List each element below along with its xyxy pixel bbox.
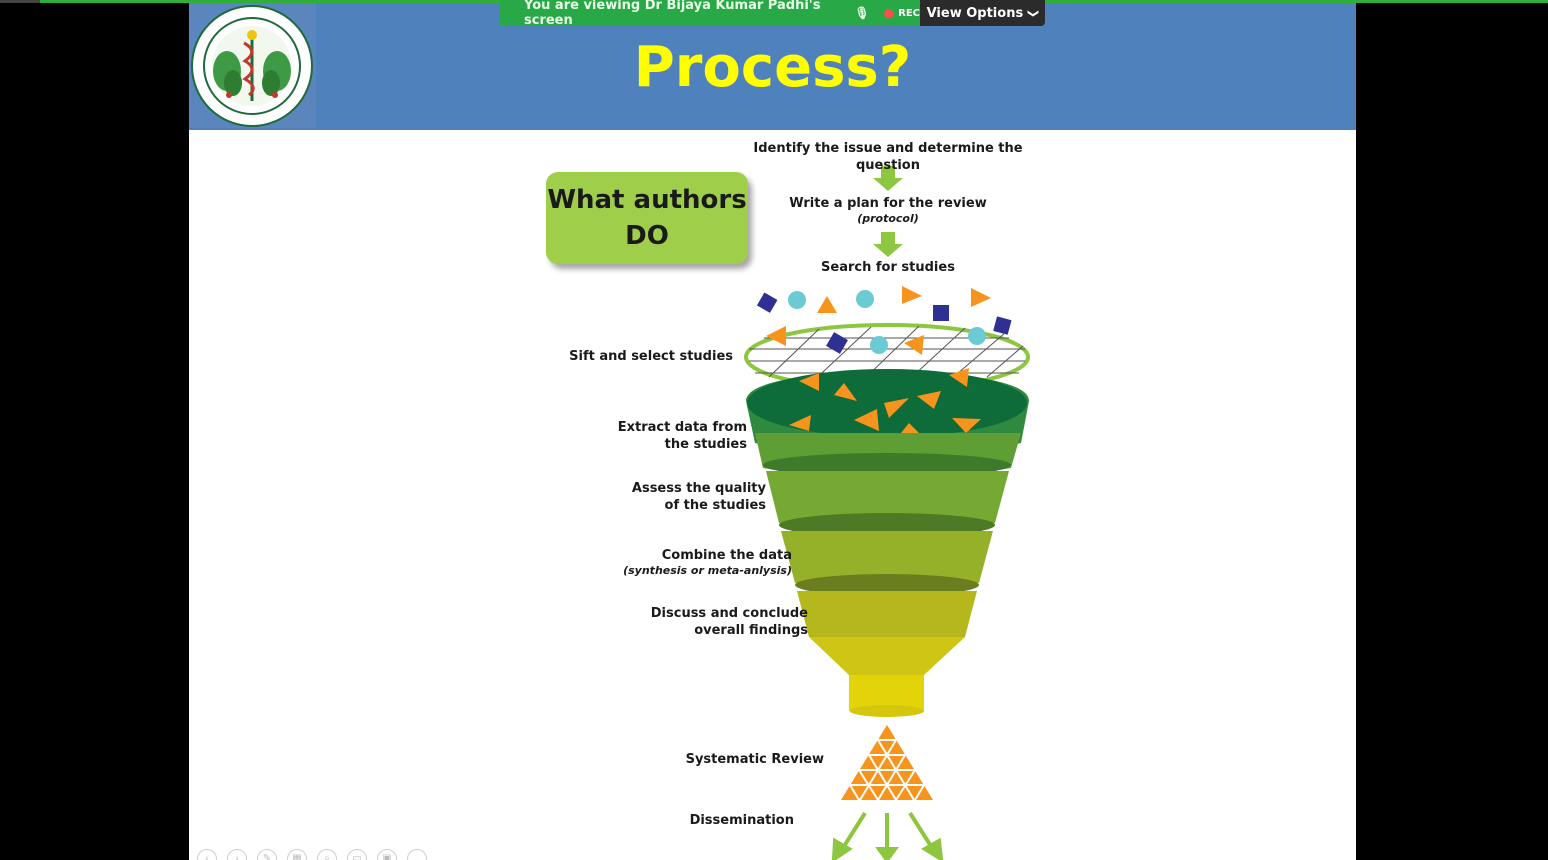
step-sift: Sift and select studies [569,349,733,364]
shared-slide: Process? [189,3,1356,860]
step-assess: Assess the quality of the studies [579,480,766,514]
step-identify: Identify the issue and determine the que… [753,141,1023,173]
top-accent-strip-left [0,0,40,3]
viewing-text: You are viewing Dr Bijaya Kumar Padhi's … [524,0,821,28]
step-plan-label: Write a plan for the review [789,196,987,211]
funnel-diagram [744,166,1030,860]
chevron-down-icon: ❯ [1027,8,1041,18]
systematic-review-pyramid [841,725,933,801]
dissemination-label: Dissemination [689,813,794,828]
step-combine-label: Combine the data [661,548,792,563]
step-plan-sub: (protocol) [857,212,919,225]
screen-share-banner: You are viewing Dr Bijaya Kumar Padhi's … [500,0,920,28]
step-combine-sub: (synthesis or meta-anlysis) [623,564,792,577]
systematic-review-label: Systematic Review [685,752,824,767]
step-discuss: Discuss and conclude overall findings [599,605,808,639]
rec-dot-icon: ● [883,6,895,20]
step-plan: Write a plan for the review (protocol) [759,195,1017,225]
toolbar-camera-icon[interactable]: ▣ [377,849,397,860]
sieve [744,323,1030,391]
step-extract-line2: the studies [664,437,747,452]
toolbar-subtitle-icon[interactable]: ▭ [347,849,367,860]
mic-muted-icon: 🎙 [854,6,870,20]
toolbar-prev-icon[interactable]: ‹ [197,849,217,860]
rec-label: REC [898,7,920,19]
step-extract: Extract data from the studies [569,419,747,453]
toolbar-next-icon[interactable]: › [227,849,247,860]
funnel-triangles [789,368,981,433]
slide-title: Process? [633,35,912,100]
study-shapes [756,286,1012,335]
step-combine: Combine the data (synthesis or meta-anly… [589,547,792,577]
step-discuss-line2: overall findings [694,623,808,638]
institute-seal-logo-icon [189,3,316,128]
step-search: Search for studies [821,260,955,275]
step-assess-line1: Assess the quality [631,481,766,496]
what-authors-do-box: What authors DO [546,172,748,264]
funnel [746,369,1029,717]
step-extract-line1: Extract data from [617,420,747,435]
step-discuss-line1: Discuss and conclude [650,606,808,621]
toolbar-slides-icon[interactable]: ▦ [287,849,307,860]
step-assess-line2: of the studies [664,498,766,513]
toolbar-zoom-icon[interactable]: ⌕ [317,849,337,860]
view-options-label: View Options [926,5,1024,21]
view-options-button[interactable]: View Options ❯ [920,0,1045,26]
dissemination-arrows-icon [831,811,944,860]
slide-toolbar: ‹ › ✎ ▦ ⌕ ▭ ▣ … [189,849,457,860]
down-arrow-icon [873,166,903,257]
what-authors-line1: What authors [547,185,747,215]
toolbar-more-icon[interactable]: … [407,849,427,860]
what-authors-line2: DO [625,221,669,251]
toolbar-pen-icon[interactable]: ✎ [257,849,277,860]
